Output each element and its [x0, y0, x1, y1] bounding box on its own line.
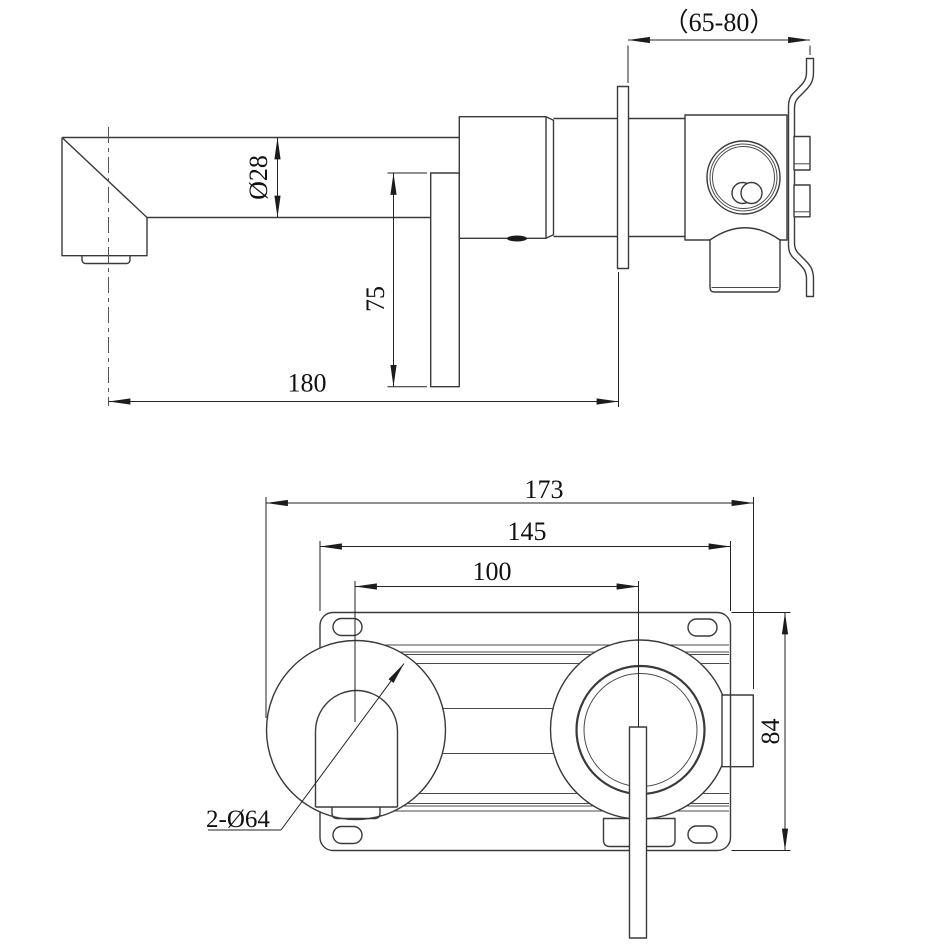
spout-outline: [61, 127, 460, 406]
leader-label: 2-Ø64: [206, 806, 270, 833]
hub-chamfer: [545, 116, 555, 239]
spout-body-edge: [61, 137, 148, 257]
dim-depth-extension-lines: [627, 45, 811, 83]
slot-top-right: [687, 618, 718, 637]
slot-top-left: [332, 617, 363, 637]
spout-face-arch: [314, 689, 399, 808]
side-view: （65-80） Ø28 75 180: [61, 8, 815, 407]
outlet-pipe: [709, 227, 781, 293]
handle-lever: [430, 172, 461, 388]
body-hidden-edges: [332, 644, 729, 812]
slot-bottom-left: [332, 825, 363, 845]
inlet-port: [706, 140, 781, 215]
dim-reach-label: 180: [288, 369, 327, 398]
dim-diameter-label: Ø28: [244, 155, 273, 200]
dim-depth-label: （65-80）: [663, 8, 776, 37]
dim-height-extension-lines: [731, 612, 791, 851]
spout-aerator: [81, 255, 131, 265]
handle-hub: [458, 115, 555, 242]
dim-depth-range: （65-80）: [627, 8, 811, 83]
dim-overall-label: 173: [525, 475, 564, 504]
mounting-bracket: [787, 57, 815, 298]
valve-housing: [684, 114, 788, 241]
inlet-ring-mid: [709, 143, 778, 212]
dim-spout-diameter: Ø28: [244, 137, 281, 218]
mounting-slots: [332, 617, 718, 845]
dim-handle-length: 75: [361, 172, 427, 388]
inlet-ring-outer: [706, 140, 781, 215]
clip-block: [721, 694, 754, 768]
handle-hub-body: [458, 115, 547, 239]
spout-aerator-front: [331, 807, 381, 820]
dim-handle-label: 75: [361, 286, 390, 312]
side-clip-block: [721, 694, 754, 768]
wall-escutcheon-side: [616, 85, 630, 270]
dim-plate-height: 84: [731, 612, 791, 851]
spout-escutcheon-circle: [265, 639, 447, 821]
front-view: 173 145 100 84 2-Ø64: [206, 475, 791, 939]
spout-diagonal-cut: [61, 136, 148, 219]
dim-plate-label: 145: [508, 517, 547, 546]
dim-plate-extension-lines: [319, 541, 731, 611]
dim-height-label: 84: [756, 719, 785, 745]
outlet-pipe-body: [709, 227, 781, 293]
dim-spacing-label: 100: [473, 557, 512, 586]
inlet-ring-inner: [712, 146, 775, 209]
leader-line: [280, 663, 405, 831]
spout-escutcheon-front: [265, 639, 447, 821]
leader-escutcheon-diameter: 2-Ø64: [206, 663, 405, 833]
port-detail-right: [740, 181, 763, 205]
handle-base-foot: [602, 817, 676, 848]
bracket-clip-lower: [793, 184, 811, 218]
handle-lever-front: [628, 726, 648, 939]
dim-spout-reach: 180: [108, 272, 619, 407]
slot-bottom-right: [687, 825, 718, 844]
dim-plate-width: 145: [319, 517, 731, 611]
dim-spacing-extension-lines: [354, 581, 639, 727]
dim-overall-width: 173: [265, 475, 754, 718]
dim-hole-spacing: 100: [354, 557, 639, 727]
bracket-profile: [787, 57, 815, 298]
set-screw: [507, 235, 527, 242]
bracket-clip-upper: [793, 135, 811, 171]
dim-overall-extension-lines: [265, 497, 754, 718]
